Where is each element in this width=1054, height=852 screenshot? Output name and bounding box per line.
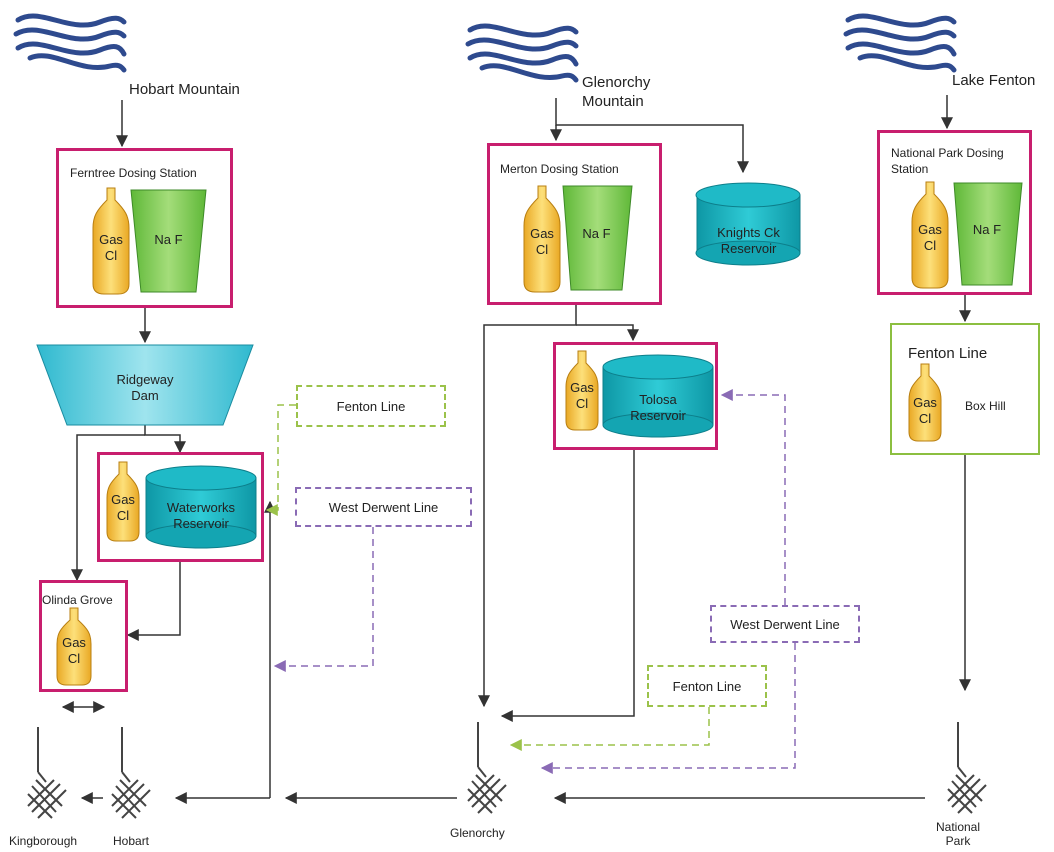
waterworks-word: Waterworks	[166, 500, 236, 515]
ridgeway-dam-shape	[36, 344, 254, 426]
zone-icons	[27, 722, 987, 819]
fenton-line-box-left: Fenton Line	[296, 385, 446, 427]
dam-word: Dam	[131, 387, 159, 403]
glenorchy-label: Glenorchy	[450, 826, 505, 840]
gas-word: Gas	[918, 222, 942, 237]
naf-tank-national-park	[953, 182, 1023, 286]
naf-label-national-park: Na F	[972, 222, 1002, 237]
gas-word: Gas	[99, 232, 123, 247]
kingborough-zone-icon	[27, 727, 67, 819]
reservoir-word: Reservoir	[720, 240, 777, 256]
national-park-dosing-station-label-line2: Station	[891, 162, 929, 176]
ferntree-dosing-station-label: Ferntree Dosing Station	[70, 166, 197, 180]
national-word: National	[935, 820, 981, 834]
fenton-line-label-left: Fenton Line	[336, 398, 406, 414]
west-derwent-line-box-left: West Derwent Line	[295, 487, 472, 527]
merton-dosing-station-box	[487, 143, 662, 305]
park-word: Park	[945, 834, 971, 849]
national-park-dosing-station-box	[877, 130, 1032, 295]
box-hill-label: Box Hill	[965, 399, 1006, 413]
fenton-line-box-right: Fenton Line	[647, 665, 767, 707]
cl-word: Cl	[104, 247, 118, 263]
ridgeway-word: Ridgeway	[116, 372, 174, 387]
naf-label-merton: Na F	[582, 226, 611, 241]
reservoir-word: Reservoir	[173, 515, 229, 531]
hobart-label: Hobart	[113, 834, 150, 848]
tolosa-reservoir-cylinder	[602, 354, 714, 438]
hobart-mountain-label: Hobart Mountain	[129, 81, 240, 98]
gas-word: Gas	[62, 635, 86, 650]
waterworks-station-box	[97, 452, 264, 562]
cl-word: Cl	[918, 410, 932, 426]
gas-word: Gas	[913, 395, 937, 410]
tolosa-station-box	[553, 342, 718, 450]
wave-icon-glenorchy	[465, 23, 579, 83]
ferntree-dosing-station-box	[56, 148, 233, 308]
naf-label-ferntree: Na F	[154, 232, 183, 247]
west-derwent-line-label-left: West Derwent Line	[328, 499, 439, 515]
olinda-grove-label: Olinda Grove	[42, 593, 113, 607]
fenton-line-station-box	[890, 323, 1040, 455]
naf-tank-ferntree	[130, 189, 207, 293]
tolosa-word: Tolosa	[639, 392, 677, 407]
reservoir-word: Reservoir	[630, 407, 686, 423]
wave-icon-hobart	[13, 13, 127, 73]
fenton-line-label-right: Fenton Line	[672, 678, 742, 694]
gas-word: Gas	[570, 380, 594, 395]
gas-cl-bottles	[56, 181, 949, 686]
dashed-green-connectors	[265, 404, 710, 751]
kingborough-label: Kingborough	[9, 834, 78, 848]
glenorchy-mountain-label-line2: Mountain	[582, 93, 644, 110]
knights-ck-reservoir-cylinder	[695, 182, 801, 266]
cl-word: Cl	[535, 241, 549, 257]
national-park-dosing-station-label-line1: National Park Dosing	[891, 146, 1004, 160]
glenorchy-zone-icon	[467, 722, 507, 814]
cl-word: Cl	[116, 507, 130, 523]
dashed-purple-connectors	[273, 389, 796, 774]
national-park-zone-icon	[947, 722, 987, 814]
olinda-grove-box	[39, 580, 128, 692]
west-derwent-line-label-right: West Derwent Line	[730, 616, 840, 632]
glenorchy-mountain-label-line1: Glenorchy	[582, 74, 651, 91]
gas-word: Gas	[530, 226, 554, 241]
merton-dosing-station-label: Merton Dosing Station	[500, 162, 619, 176]
west-derwent-line-box-right: West Derwent Line	[710, 605, 860, 643]
solid-connectors	[61, 95, 971, 804]
cl-word: Cl	[923, 237, 937, 253]
fenton-line-station-label: Fenton Line	[908, 345, 988, 362]
naf-tank-merton	[562, 185, 633, 291]
waterworks-reservoir-cylinder	[145, 465, 257, 549]
wave-icon-lake-fenton	[843, 13, 957, 73]
gas-word: Gas	[111, 492, 135, 507]
cl-word: Cl	[67, 650, 81, 666]
hobart-zone-icon	[111, 727, 151, 819]
cl-word: Cl	[575, 395, 589, 411]
lake-fenton-label: Lake Fenton	[952, 72, 1036, 89]
knights-ck-word: Knights Ck	[717, 225, 780, 240]
